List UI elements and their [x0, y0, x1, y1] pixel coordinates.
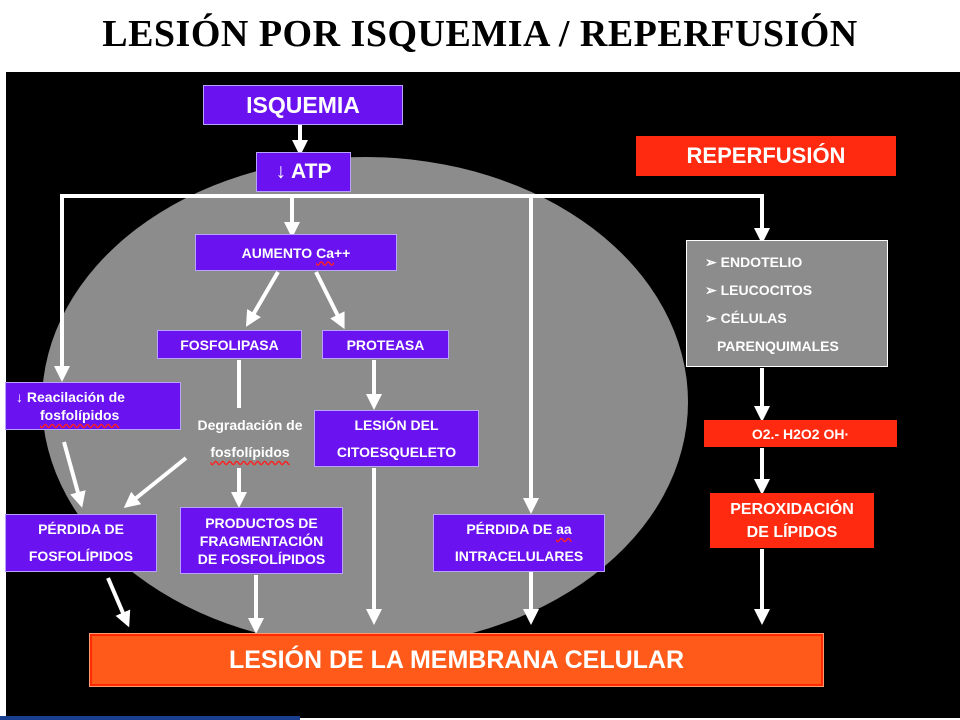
reacilacion-line2: fosfolípidos [40, 407, 120, 423]
perdida-fosfo-line2: FOSFOLÍPIDOS [28, 548, 134, 564]
box-aumento-calcio: AUMENTO Ca++ [195, 234, 397, 271]
arrow-aumento-proteasa [314, 271, 345, 330]
box-proteasa: PROTEASA [322, 330, 449, 359]
reacilacion-line1: ↓ Reacilación de [16, 389, 125, 405]
box-isquemia: ISQUEMIA [203, 85, 403, 125]
mediator-parenquimales: PARENQUIMALES [717, 338, 839, 354]
arrow-degradacion-perdida [123, 456, 188, 509]
lesion-cito-line1: LESIÓN DEL [354, 416, 439, 433]
taskbar-strip [0, 716, 300, 720]
peroxidacion-line1: PEROXIDACIÓN [730, 500, 854, 518]
box-fosfolipasa: FOSFOLIPASA [157, 330, 302, 359]
peroxidacion-line2: DE LÍPIDOS [746, 523, 838, 541]
box-perdida-fosfolipidos: PÉRDIDA DE FOSFOLÍPIDOS [5, 514, 157, 572]
box-mediators: ➢ ENDOTELIO ➢ LEUCOCITOS ➢ CÉLULAS PAREN… [686, 240, 888, 367]
slide-title: LESIÓN POR ISQUEMIA / REPERFUSIÓN [102, 13, 858, 55]
box-peroxidacion: PEROXIDACIÓN DE LÍPIDOS [710, 493, 874, 548]
mediator-celulas: ➢ CÉLULAS [705, 310, 787, 326]
perdida-aa-line1: PÉRDIDA DE [466, 521, 557, 537]
box-reacilacion: ↓ Reacilación de fosfolípidos [5, 382, 181, 430]
aumento-ca: Ca [316, 244, 334, 261]
box-radicales-libres: O2.- H2O2 OH· [704, 420, 897, 447]
aumento-suffix: ++ [333, 244, 351, 261]
perdida-aa-squiggle: aa [556, 521, 572, 537]
arrow-reacilacion-perdida [62, 441, 86, 508]
box-perdida-aa: PÉRDIDA DE aa INTRACELULARES [433, 514, 605, 572]
mediator-leucocitos: ➢ LEUCOCITOS [705, 282, 813, 298]
productos-line1: PRODUCTOS DE [205, 514, 318, 531]
box-lesion-membrana: LESIÓN DE LA MEMBRANA CELULAR [89, 633, 824, 687]
horizontal-branch-line [60, 194, 770, 355]
aumento-text: AUMENTO [241, 244, 313, 261]
productos-line3: DE FOSFOLÍPIDOS [197, 550, 326, 567]
box-lesion-citoesqueleto: LESIÓN DEL CITOESQUELETO [314, 410, 479, 467]
lesion-cito-line2: CITOESQUELETO [336, 443, 457, 460]
box-reperfusion: REPERFUSIÓN [636, 136, 896, 176]
perdida-fosfo-line1: PÉRDIDA DE [38, 521, 124, 537]
perdida-aa-line2: INTRACELULARES [454, 548, 584, 564]
degradacion-line2: fosfolípidos [210, 444, 290, 460]
arrow-aumento-fosfolipasa [245, 270, 280, 327]
box-atp: ↓ ATP [256, 152, 351, 192]
arrow-perdida-membrana [106, 577, 131, 628]
productos-line2: FRAGMENTACIÓN [199, 532, 324, 549]
mediator-endotelio: ➢ ENDOTELIO [705, 254, 803, 270]
label-degradacion: Degradación de fosfolípidos [186, 412, 314, 466]
box-productos-fragmentacion: PRODUCTOS DE FRAGMENTACIÓN DE FOSFOLÍPID… [180, 507, 343, 574]
degradacion-line1: Degradación de [197, 417, 303, 433]
